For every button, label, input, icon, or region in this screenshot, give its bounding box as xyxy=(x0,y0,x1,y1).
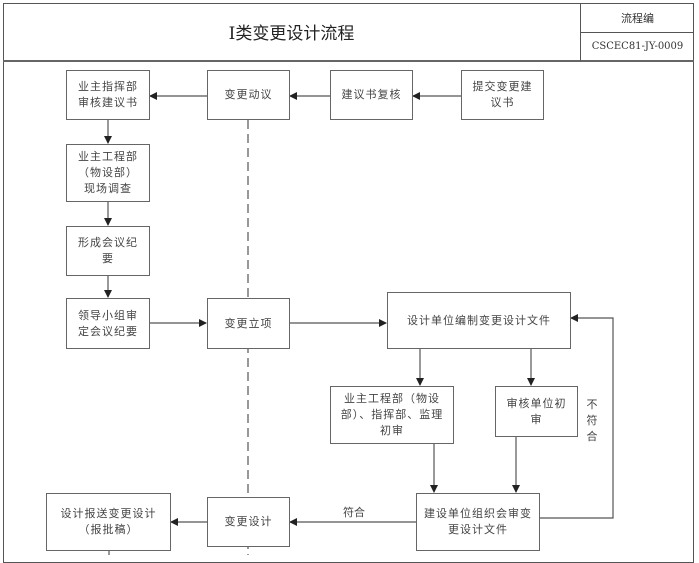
process-code-value: CSCEC81-JY-0009 xyxy=(591,41,684,52)
process-code-cell: 流程编 CSCEC81-JY-0009 xyxy=(580,3,694,62)
node-design-submit: 设计报送变更设计（报批稿） xyxy=(46,493,171,551)
node-org-review: 建设单位组织会审变更设计文件 xyxy=(416,493,540,551)
page-title: Ⅰ类变更设计流程 xyxy=(3,3,580,62)
node-proposal-recheck: 建议书复核 xyxy=(330,70,413,120)
edge-label-fail: 不符合 xyxy=(586,398,598,443)
node-leader-approve: 领导小组审定会议纪要 xyxy=(66,298,150,349)
node-change-design: 变更设计 xyxy=(207,497,290,547)
process-code-label: 流程编 xyxy=(581,3,694,33)
node-site-survey: 业主工程部（物设部）现场调查 xyxy=(66,144,150,202)
arrow-fail-loop xyxy=(539,314,614,519)
edge-label-pass: 符合 xyxy=(343,506,365,519)
node-meeting-minutes: 形成会议纪要 xyxy=(66,226,150,276)
node-owner-prelim-review: 业主工程部（物设部）、指挥部、监理初审 xyxy=(330,386,454,444)
node-design-prepare: 设计单位编制变更设计文件 xyxy=(387,292,571,349)
node-change-proposal: 变更动议 xyxy=(207,70,290,120)
node-submit-proposal: 提交变更建议书 xyxy=(461,70,544,120)
node-owner-hq-review: 业主指挥部审核建议书 xyxy=(66,70,150,120)
node-change-initiation: 变更立项 xyxy=(207,298,290,349)
node-audit-prelim-review: 审核单位初审 xyxy=(495,386,578,437)
